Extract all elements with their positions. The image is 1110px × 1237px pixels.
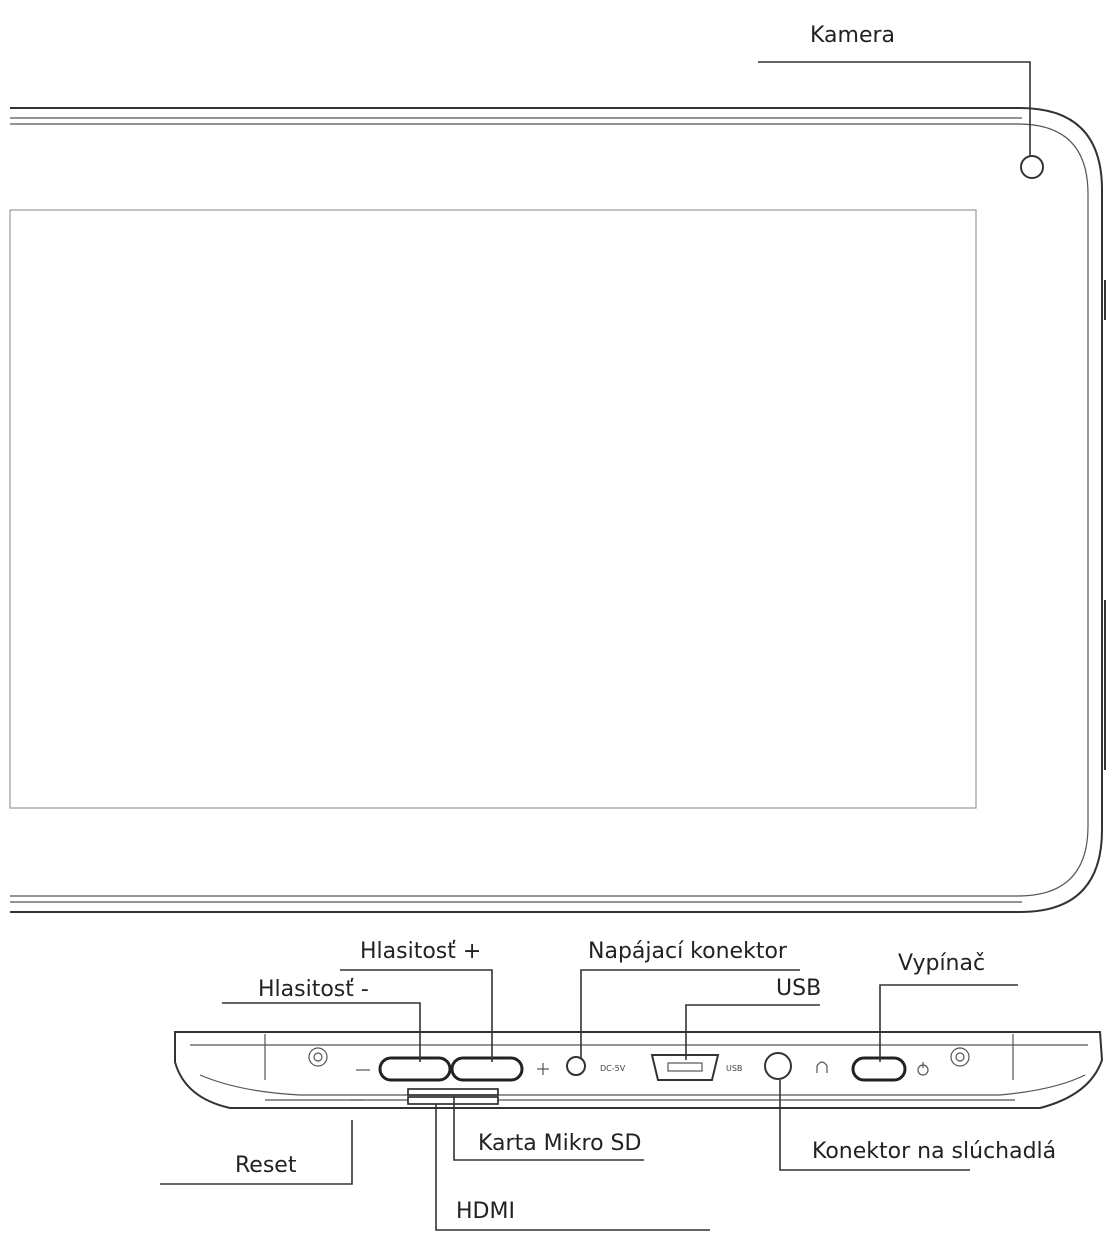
headphone-leader-line xyxy=(779,1080,970,1171)
screw-left-icon xyxy=(308,1047,328,1067)
label-power-connector: Napájací konektor xyxy=(588,939,788,964)
volume-up-button xyxy=(450,1056,524,1082)
label-volume-down: Hlasitosť - xyxy=(258,977,369,1002)
label-reset: Reset xyxy=(235,1153,297,1178)
power-connector-leader-line xyxy=(580,969,800,1058)
screw-right-icon xyxy=(950,1047,970,1067)
tablet-front-view xyxy=(9,107,1106,913)
dc-jack-icon xyxy=(566,1056,586,1076)
edge-view-lower-contour xyxy=(199,1074,1086,1096)
tablet-inner-edge xyxy=(10,123,1089,897)
usb-leader-line xyxy=(685,1004,820,1060)
edge-view-outline xyxy=(174,1031,1104,1109)
micro-sd-slot xyxy=(407,1088,499,1096)
hdmi-slot xyxy=(407,1096,499,1105)
label-headphone-connector: Konektor na slúchadlá xyxy=(812,1139,1056,1164)
usb-port-icon xyxy=(650,1054,720,1081)
label-hdmi: HDMI xyxy=(456,1199,515,1224)
volume-down-button xyxy=(378,1056,452,1082)
label-camera: Kamera xyxy=(810,23,895,48)
label-usb: USB xyxy=(776,976,821,1001)
headphone-jack-icon xyxy=(764,1052,792,1080)
label-power-switch: Vypínač xyxy=(898,951,985,976)
camera-leader-line xyxy=(758,61,1031,156)
tablet-outer-edge xyxy=(10,107,1103,913)
headphone-icon xyxy=(816,1061,828,1073)
camera-lens-icon xyxy=(1020,155,1044,179)
volume-down-leader-line xyxy=(222,1002,421,1062)
reset-leader-line xyxy=(160,1120,353,1185)
power-button xyxy=(851,1056,907,1082)
tablet-edge-view: DC-5V USB xyxy=(174,1031,1104,1109)
volume-up-leader-line xyxy=(340,969,493,1062)
usb-port-marking: USB xyxy=(726,1064,742,1073)
power-icon xyxy=(917,1062,929,1076)
power-switch-leader-line xyxy=(879,984,1018,1062)
tablet-screen xyxy=(9,209,977,809)
hdmi-leader-line xyxy=(435,1104,710,1231)
dc-jack-marking: DC-5V xyxy=(600,1064,626,1073)
usb-port-inner xyxy=(667,1062,703,1072)
label-micro-sd: Karta Mikro SD xyxy=(478,1131,641,1156)
micro-sd-leader-line xyxy=(453,1096,644,1161)
label-volume-up: Hlasitosť + xyxy=(360,939,481,964)
